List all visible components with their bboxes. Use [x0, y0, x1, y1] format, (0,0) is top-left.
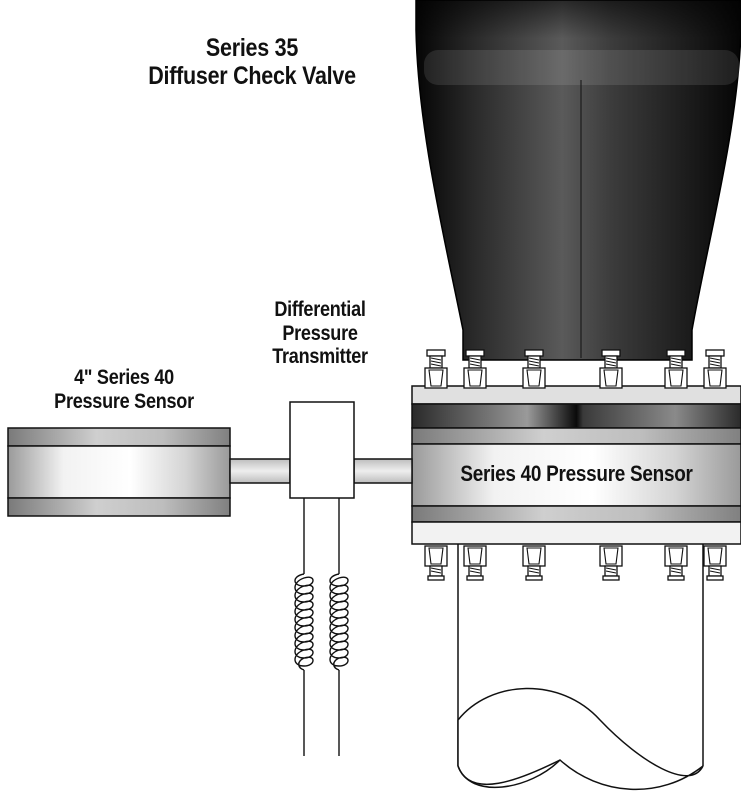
signal-wires [294, 498, 349, 756]
valve-title: Series 35 Diffuser Check Valve [132, 34, 373, 90]
transmitter-label-line3: Transmitter [272, 345, 368, 369]
left-sensor-label-line1: 4" Series 40 [74, 366, 174, 389]
valve-title-line2: Diffuser Check Valve [148, 62, 356, 90]
discharge-pipe [457, 544, 704, 791]
left-sensor-label: 4" Series 40 Pressure Sensor [38, 366, 210, 413]
valve-title-line1: Series 35 [205, 34, 299, 62]
gasket-band [411, 403, 741, 429]
transmitter-label-line1: Differential [274, 298, 366, 321]
left-sensor-label-line2: Pressure Sensor [54, 389, 194, 413]
right-sensor-label: Series 40 Pressure Sensor [460, 461, 693, 486]
differential-pressure-transmitter [289, 401, 355, 499]
left-pressure-sensor [7, 427, 231, 517]
upper-flange [411, 385, 741, 405]
right-pressure-sensor [411, 427, 741, 545]
diffuser-check-valve [415, 0, 741, 361]
transmitter-label: Differential Pressure Transmitter [251, 298, 389, 369]
transmitter-label-line2: Pressure [282, 321, 358, 345]
lower-bolts [424, 545, 727, 581]
